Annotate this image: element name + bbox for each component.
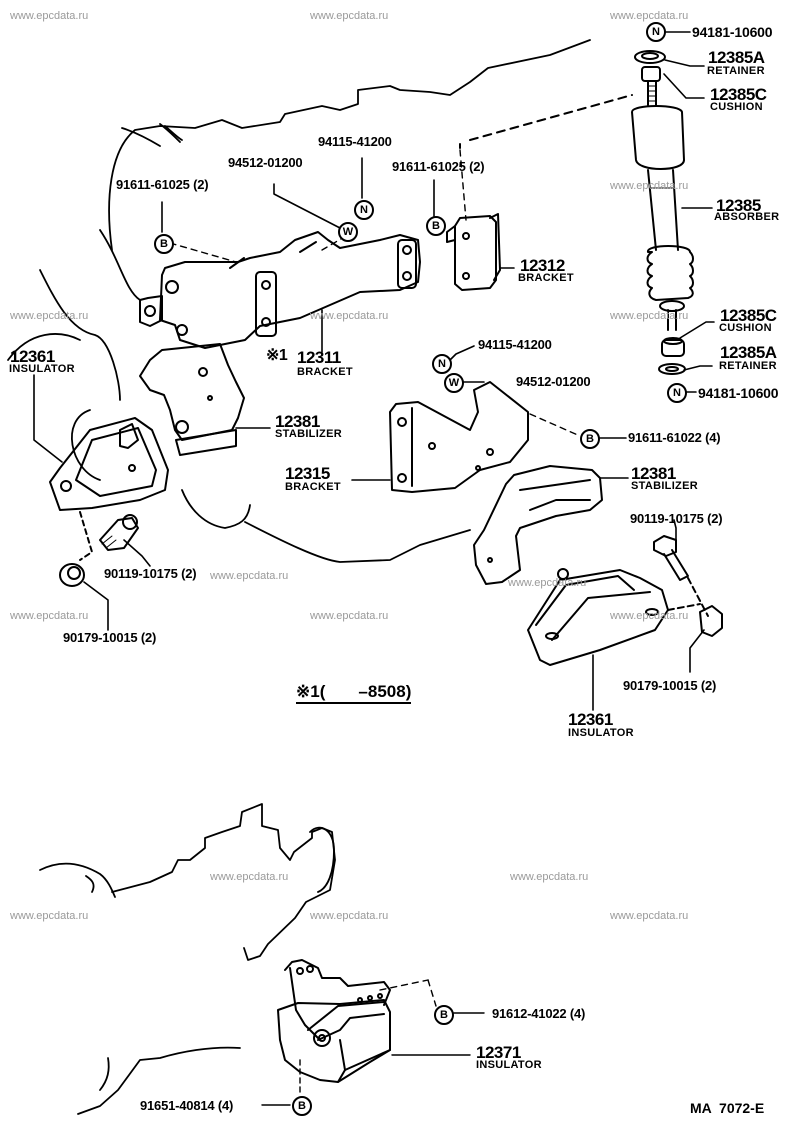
stabilizer-right-drawing (474, 466, 602, 584)
watermark: www.epcdata.ru (310, 310, 389, 322)
bracket-12312-drawing (447, 214, 500, 290)
part-name-insulator-right: INSULATOR (568, 727, 634, 739)
part-number-91611-61025-left[interactable]: 91611-61025 (2) (116, 177, 209, 192)
part-number-91612-41022[interactable]: 91612-41022 (4) (492, 1006, 586, 1021)
part-number-12385A-top[interactable]: 12385A (708, 48, 765, 67)
watermark: www.epcdata.ru (310, 910, 389, 922)
watermark: www.epcdata.ru (210, 570, 289, 582)
dashed-guides (170, 150, 580, 436)
nut-symbol: N (354, 200, 374, 220)
part-number-12385A-bottom[interactable]: 12385A (720, 343, 777, 362)
part-name-retainer-top: RETAINER (707, 65, 765, 77)
part-number-94512-01200-top[interactable]: 94512-01200 (228, 155, 303, 170)
leader-lines (34, 32, 714, 710)
part-name-cushion-bottom: CUSHION (719, 322, 772, 334)
watermark: www.epcdata.ru (10, 610, 89, 622)
watermark: www.epcdata.ru (310, 10, 389, 22)
bracket-12311-drawing (140, 232, 420, 348)
bolt-symbol: B (434, 1005, 454, 1025)
insulator-12371-drawing (278, 960, 390, 1082)
shock-absorber-assembly (460, 51, 693, 374)
fasteners-left (60, 512, 138, 586)
watermark: www.epcdata.ru (610, 310, 689, 322)
bolt-symbol: B (292, 1096, 312, 1116)
part-name-bracket-12315: BRACKET (285, 481, 341, 493)
watermark: www.epcdata.ru (508, 577, 587, 589)
part-number-94115-41200-mid[interactable]: 94115-41200 (478, 337, 552, 352)
part-number-90119-10175-right[interactable]: 90119-10175 (2) (630, 511, 723, 526)
part-name-absorber: ABSORBER (714, 211, 780, 223)
part-number-12381-right[interactable]: 12381 (631, 464, 676, 483)
footnote-applicability: ※1( –8508) (296, 682, 412, 704)
bolt-symbol: B (580, 429, 600, 449)
bolt-symbol: B (426, 216, 446, 236)
stabilizer-left-drawing (140, 344, 244, 455)
part-name-bracket-12312: BRACKET (518, 272, 574, 284)
part-number-12361-right[interactable]: 12361 (568, 710, 613, 729)
insulator-left-drawing (50, 418, 168, 510)
watermark: www.epcdata.ru (310, 610, 389, 622)
rear-guides (262, 980, 484, 1105)
watermark: www.epcdata.ru (210, 871, 289, 883)
bolt-symbol: B (154, 234, 174, 254)
part-number-12385C-bottom[interactable]: 12385C (720, 306, 777, 325)
nut-symbol: N (646, 22, 666, 42)
watermark: www.epcdata.ru (610, 180, 689, 192)
watermark: www.epcdata.ru (10, 10, 89, 22)
part-number-12311[interactable]: 12311 (297, 348, 341, 367)
part-number-91651-40814[interactable]: 91651-40814 (4) (140, 1098, 234, 1113)
part-number-90119-10175-left[interactable]: 90119-10175 (2) (104, 566, 197, 581)
part-name-cushion-top: CUSHION (710, 101, 763, 113)
part-name-stabilizer-left: STABILIZER (275, 428, 342, 440)
nut-symbol: N (667, 383, 687, 403)
part-name-insulator-12371: INSULATOR (476, 1059, 542, 1071)
part-name-stabilizer-right: STABILIZER (631, 480, 698, 492)
watermark: www.epcdata.ru (10, 910, 89, 922)
part-name-bracket-12311: BRACKET (297, 366, 353, 378)
engine-outline (8, 40, 590, 562)
washer-symbol: W (444, 373, 464, 393)
part-number-12371[interactable]: 12371 (476, 1043, 521, 1062)
part-number-12385[interactable]: 12385 (716, 196, 761, 215)
part-number-90179-10015-right[interactable]: 90179-10015 (2) (623, 678, 717, 693)
part-number-12361-left[interactable]: 12361 (10, 347, 55, 366)
part-number-12381-left[interactable]: 12381 (275, 412, 320, 431)
part-number-94115-41200-top[interactable]: 94115-41200 (318, 134, 392, 149)
part-number-91611-61022[interactable]: 91611-61022 (4) (628, 430, 721, 445)
part-number-94181-10600-bottom[interactable]: 94181-10600 (698, 385, 779, 401)
watermark: www.epcdata.ru (610, 610, 689, 622)
part-number-94181-10600-top[interactable]: 94181-10600 (692, 24, 773, 40)
part-number-90179-10015-left[interactable]: 90179-10015 (2) (63, 630, 157, 645)
part-note-mark-12311: ※1 (266, 347, 288, 364)
watermark: www.epcdata.ru (610, 10, 689, 22)
watermark: www.epcdata.ru (610, 910, 689, 922)
part-number-12385C-top[interactable]: 12385C (710, 85, 767, 104)
washer-symbol: W (338, 222, 358, 242)
part-name-retainer-bottom: RETAINER (719, 360, 777, 372)
watermark: www.epcdata.ru (510, 871, 589, 883)
watermark: www.epcdata.ru (10, 310, 89, 322)
part-number-12315[interactable]: 12315 (285, 464, 330, 483)
part-number-12312[interactable]: 12312 (520, 256, 565, 275)
bracket-12315-drawing (390, 382, 528, 492)
part-number-91611-61025-right[interactable]: 91611-61025 (2) (392, 159, 485, 174)
nut-symbol: N (432, 354, 452, 374)
part-number-94512-01200-mid[interactable]: 94512-01200 (516, 374, 591, 389)
part-name-insulator-left: INSULATOR (9, 363, 75, 375)
transmission-outline (40, 804, 335, 1114)
diagram-code: MA 7072-E (690, 1100, 765, 1116)
